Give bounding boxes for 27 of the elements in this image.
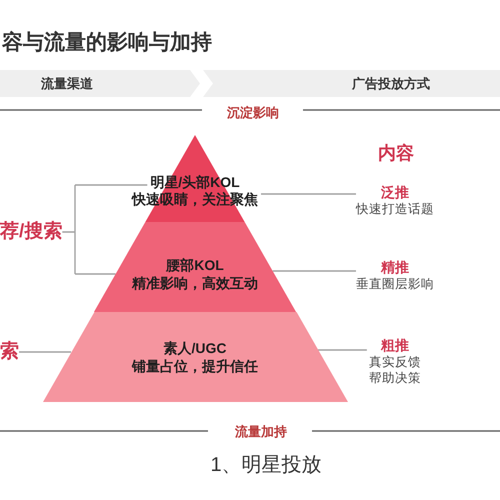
method-text: 快速打造话题 (356, 200, 434, 216)
title: 容与流量的影响与加持 (2, 30, 212, 56)
connector-line (19, 351, 72, 353)
method-text: 真实反馈帮助决策 (368, 354, 422, 386)
band-label: 流量渠道 (41, 75, 93, 93)
connector-line (261, 193, 356, 195)
method-heading: 泛推 (381, 184, 409, 200)
channel-label: 索 (0, 340, 19, 364)
tier-text: 快速吸睛，关注聚焦 (132, 190, 258, 208)
tier-heading: 素人/UGC (164, 339, 226, 357)
method-heading: 精推 (381, 258, 409, 276)
connector-line (318, 349, 367, 351)
pyramid-tier (42, 312, 348, 402)
section-label: 沉淀影响 (227, 104, 279, 122)
tier-heading: 腰部KOL (166, 256, 224, 274)
column-heading: 内容 (378, 142, 414, 165)
pyramid-tier (94, 222, 296, 312)
connector-line (272, 270, 356, 272)
section-label: 流量加持 (235, 422, 287, 440)
tier-text: 铺量占位，提升信任 (132, 357, 258, 375)
method-heading: 粗推 (381, 336, 409, 354)
caption: 1、明星投放 (210, 453, 322, 478)
channel-label: 荐/搜索 (0, 220, 62, 244)
tier-text: 精准影响，高效互动 (132, 274, 258, 292)
bracket-connector (62, 184, 148, 275)
band-label: 广告投放方式 (352, 75, 430, 93)
method-text: 垂直圈层影响 (356, 276, 434, 292)
